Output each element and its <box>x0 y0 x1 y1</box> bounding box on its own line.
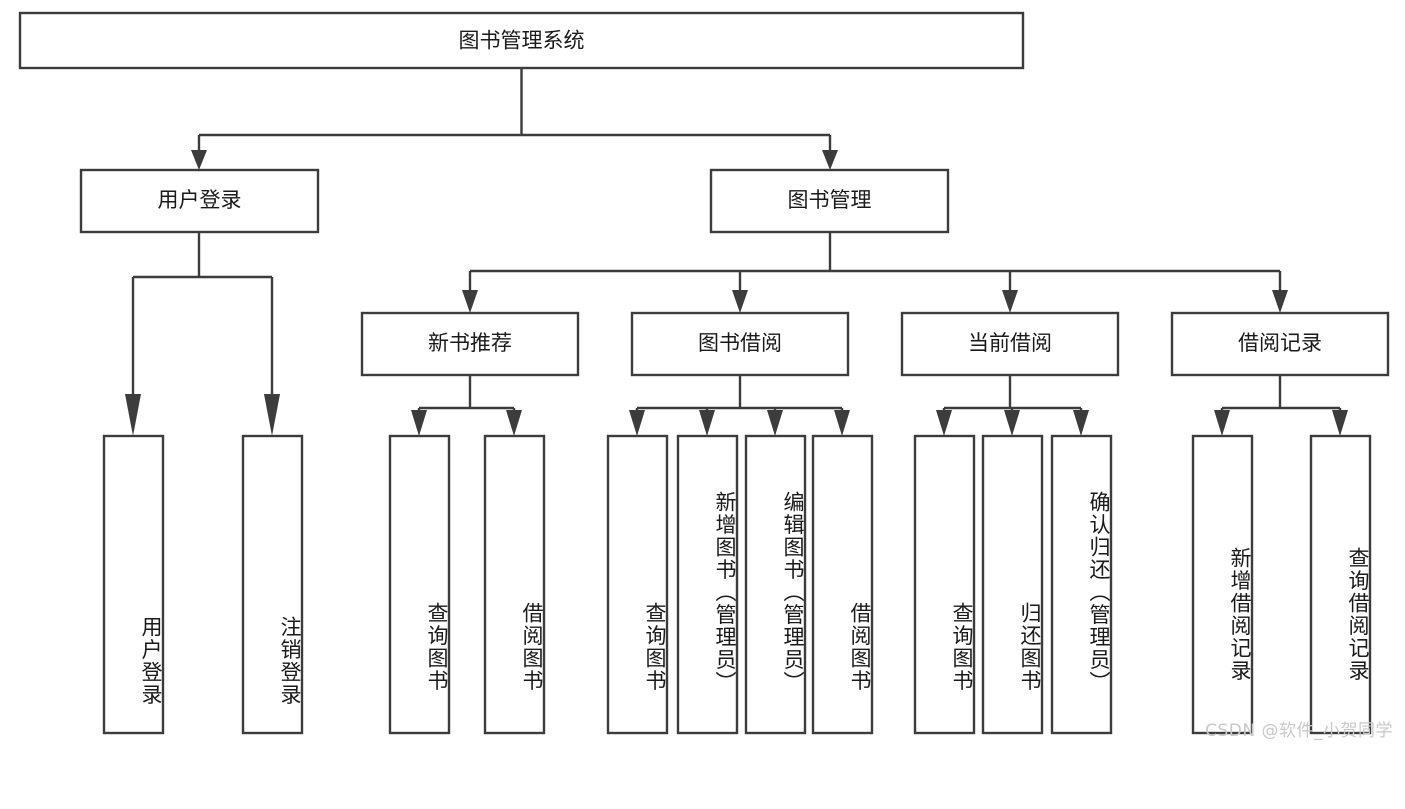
arrow-head-level1-0 <box>191 150 207 170</box>
leaf-box-recommend-0[interactable] <box>388 434 451 735</box>
node-new-book-recommend-label: 新书推荐 <box>428 331 512 355</box>
node-book-management-box[interactable] <box>709 168 950 234</box>
arrow-head-borrow-1 <box>699 410 715 436</box>
arrow-head-borrow-3 <box>834 410 850 436</box>
node-current-borrow[interactable]: 当前借阅 <box>900 311 1120 377</box>
arrow-head-current-0 <box>936 410 952 436</box>
node-new-book-recommend-box[interactable] <box>360 311 580 377</box>
leaf-box-borrow-3[interactable] <box>811 434 874 735</box>
node-current-borrow-box[interactable] <box>900 311 1120 377</box>
leaf-box-group <box>102 434 1372 735</box>
node-book-borrow-box[interactable] <box>630 311 850 377</box>
diagram-canvas-container: 图书管理系统 用户登录 图书管理 新书推荐 图书借阅 当前借阅 借阅记录 <box>18 11 1393 741</box>
arrow-head-level2-0 <box>462 290 478 313</box>
node-book-borrow-label: 图书借阅 <box>698 331 782 355</box>
arrow-head-recommend-1 <box>506 410 522 436</box>
leaf-box-user-login-0[interactable] <box>102 434 165 735</box>
node-root-label: 图书管理系统 <box>459 29 585 53</box>
leaf-box-borrow-1[interactable] <box>676 434 739 735</box>
leaf-box-current-0[interactable] <box>913 434 976 735</box>
leaf-box-current-2[interactable] <box>1050 434 1113 735</box>
node-borrow-record[interactable]: 借阅记录 <box>1170 311 1390 377</box>
hierarchy-diagram: 图书管理系统 用户登录 图书管理 新书推荐 图书借阅 当前借阅 借阅记录 <box>18 11 1390 735</box>
node-book-management[interactable]: 图书管理 <box>709 168 950 234</box>
node-user-login-label: 用户登录 <box>158 188 242 212</box>
arrow-head-userlogin-0 <box>125 394 141 436</box>
arrow-head-current-2 <box>1073 410 1089 436</box>
arrow-head-level2-2 <box>1002 290 1018 313</box>
arrow-head-level2-1 <box>732 290 748 313</box>
arrow-head-borrow-0 <box>629 410 645 436</box>
node-new-book-recommend[interactable]: 新书推荐 <box>360 311 580 377</box>
csdn-watermark: CSDN @软件_小贺同学 <box>1205 721 1393 741</box>
arrow-head-record-0 <box>1214 410 1230 436</box>
node-borrow-record-label: 借阅记录 <box>1238 331 1322 355</box>
node-book-borrow[interactable]: 图书借阅 <box>630 311 850 377</box>
arrow-head-level1-1 <box>822 150 838 170</box>
leaf-box-user-login-1[interactable] <box>241 434 304 735</box>
node-borrow-record-box[interactable] <box>1170 311 1390 377</box>
leaf-box-borrow-0[interactable] <box>606 434 669 735</box>
node-root-box[interactable] <box>18 11 1025 70</box>
leaf-box-record-0[interactable] <box>1191 434 1254 735</box>
node-user-login[interactable]: 用户登录 <box>79 168 320 234</box>
arrow-head-recommend-0 <box>411 410 427 436</box>
node-current-borrow-label: 当前借阅 <box>968 331 1052 355</box>
arrow-head-userlogin-1 <box>264 394 280 436</box>
leaf-box-current-1[interactable] <box>981 434 1044 735</box>
arrow-head-record-1 <box>1332 410 1348 436</box>
arrow-head-current-1 <box>1004 410 1020 436</box>
leaf-box-record-1[interactable] <box>1309 434 1372 735</box>
arrow-head-level2-3 <box>1272 290 1288 313</box>
node-user-login-box[interactable] <box>79 168 320 234</box>
node-book-management-label: 图书管理 <box>788 188 872 212</box>
leaf-box-borrow-2[interactable] <box>744 434 807 735</box>
connector-group <box>125 68 1348 436</box>
arrow-head-borrow-2 <box>767 410 783 436</box>
leaf-box-recommend-1[interactable] <box>483 434 546 735</box>
node-root[interactable]: 图书管理系统 <box>18 11 1025 70</box>
